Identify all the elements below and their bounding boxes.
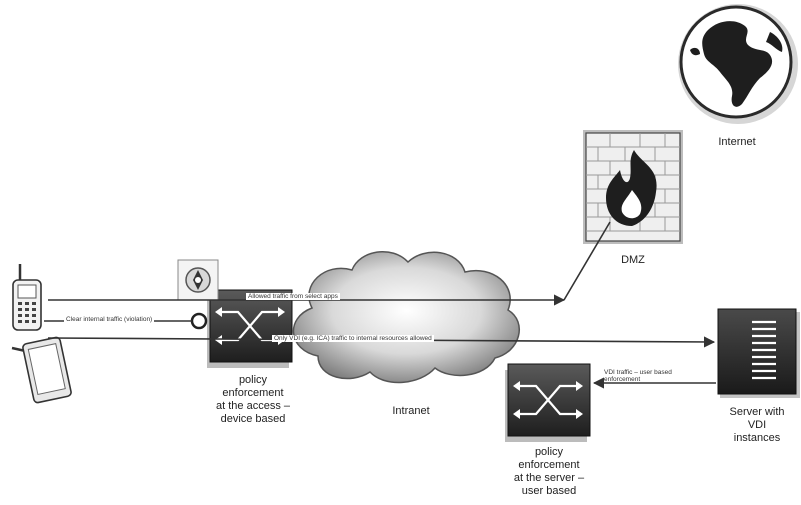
- policy-access-line-1: policy: [198, 374, 308, 387]
- policy-server-line-3: at the server –: [494, 472, 604, 485]
- intranet-label: Intranet: [376, 405, 446, 418]
- vdi-server-icon: [718, 309, 800, 398]
- vdi-server-line-2: VDI: [714, 419, 800, 432]
- dmz-label: DMZ: [608, 254, 658, 267]
- policy-access-label: policy enforcement at the access – devic…: [198, 374, 308, 426]
- internet-globe-icon: [678, 4, 798, 124]
- access-switch-icon: [207, 290, 292, 368]
- policy-access-line-3: at the access –: [198, 400, 308, 413]
- vdi-server-line-1: Server with: [714, 406, 800, 419]
- flow-label-vdi-allowed: Only VDI (e.g. ICA) traffic to internal …: [272, 335, 434, 342]
- mobile-phone-icon: [13, 264, 41, 330]
- flow-label-clear-internal: Clear internal traffic (violation): [64, 316, 154, 323]
- policy-access-line-4: device based: [198, 413, 308, 426]
- policy-server-line-4: user based: [494, 485, 604, 498]
- dmz-firewall-icon: [583, 130, 683, 244]
- block-marker-icon: [192, 314, 206, 328]
- policy-server-line-1: policy: [494, 446, 604, 459]
- vdi-server-line-3: instances: [714, 432, 800, 445]
- internet-label: Internet: [700, 136, 774, 149]
- flow-label-vdi-user-line-1: VDI traffic – user based: [604, 369, 672, 376]
- intranet-cloud-icon: [293, 252, 519, 383]
- policy-server-label: policy enforcement at the server – user …: [494, 446, 604, 498]
- vdi-server-label: Server with VDI instances: [714, 406, 800, 445]
- policy-access-line-2: enforcement: [198, 387, 308, 400]
- security-device-icon: [178, 260, 218, 300]
- flow-label-vdi-user-line-2: enforcement: [604, 376, 672, 383]
- policy-server-line-2: enforcement: [494, 459, 604, 472]
- tablet-icon: [12, 337, 72, 404]
- server-switch-icon: [505, 364, 590, 442]
- flow-label-allowed-apps: Allowed traffic from select apps: [246, 293, 340, 300]
- flow-label-vdi-user-based: VDI traffic – user based enforcement: [604, 369, 672, 383]
